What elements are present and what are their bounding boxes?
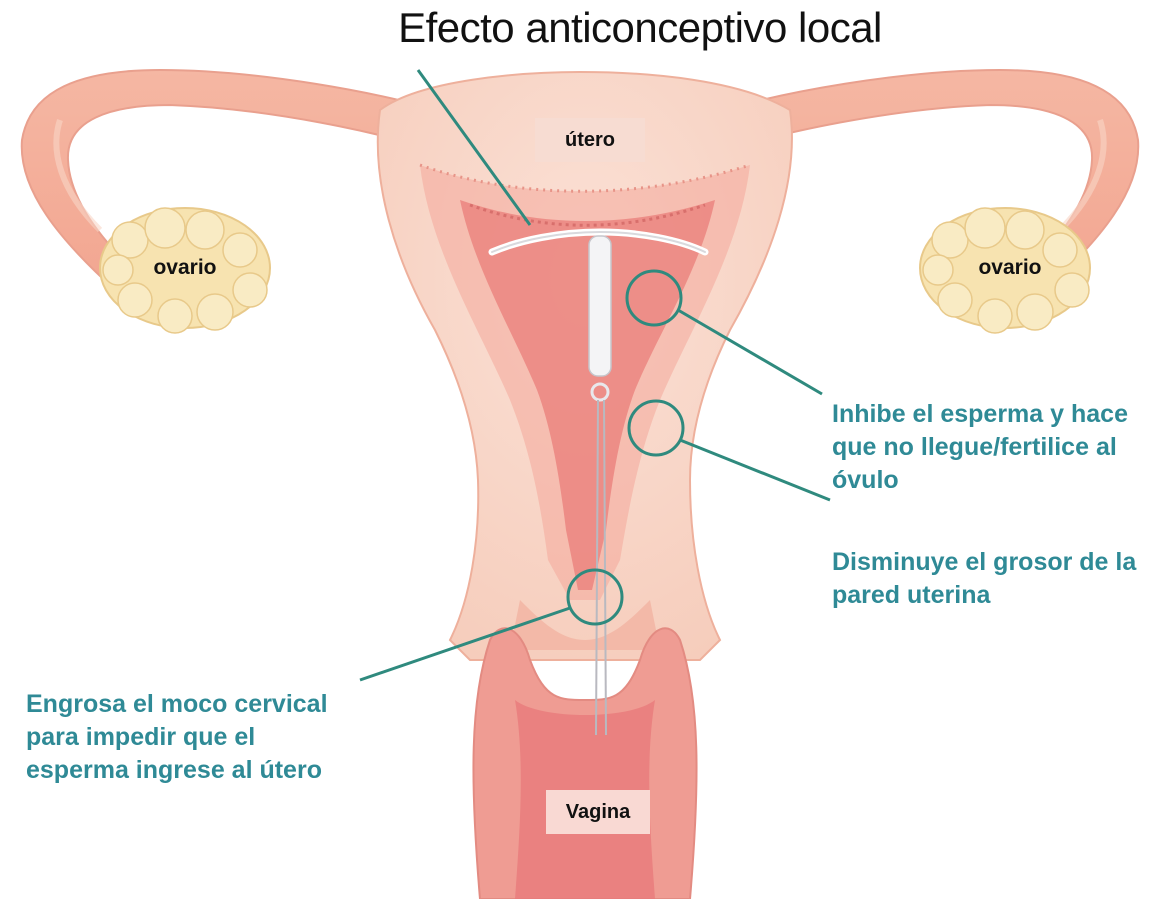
label-ovario-right: ovario: [955, 256, 1065, 280]
label-utero: útero: [535, 118, 645, 162]
annotation-cervical-mucus: Engrosa el moco cervical para impedir qu…: [26, 688, 356, 787]
label-vagina: Vagina: [546, 790, 650, 834]
diagram-title: Efecto anticonceptivo local: [190, 4, 1090, 52]
annotation-sperm-inhibition: Inhibe el esperma y hace que no llegue/f…: [832, 398, 1152, 497]
label-ovario-left: ovario: [130, 256, 240, 280]
annotation-wall-thickness: Disminuye el grosor de la pared uterina: [832, 546, 1152, 612]
callout-line-middle: [680, 440, 830, 500]
vagina: [473, 628, 696, 899]
